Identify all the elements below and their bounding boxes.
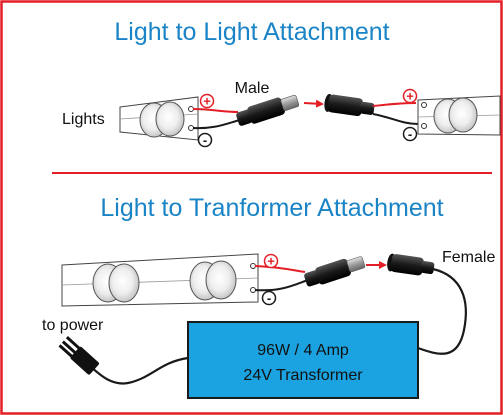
transformer-box	[187, 321, 419, 399]
power-plug-icon	[58, 336, 99, 375]
minus-symbol-icon: -	[197, 133, 213, 148]
male-label: Male	[235, 80, 270, 97]
top-section-title: Light to Light Attachment	[114, 18, 389, 46]
female-label: Female	[442, 249, 495, 266]
svg-text:+: +	[203, 94, 211, 109]
arrow-right-icon	[303, 99, 324, 108]
transformer-output-cable	[417, 267, 467, 355]
light-bulb-icon	[205, 260, 237, 300]
svg-text:-: -	[203, 133, 207, 148]
top-right-light-strip	[417, 95, 501, 136]
transformer-label-line2: 24V Transformer	[243, 367, 363, 384]
positive-wire	[372, 102, 417, 107]
bottom-light-strip	[61, 253, 259, 307]
svg-text:+: +	[406, 89, 414, 104]
female-connector-icon	[324, 94, 375, 117]
minus-symbol-icon: -	[261, 291, 277, 306]
plus-symbol-icon: +	[199, 94, 215, 109]
minus-symbol-icon: -	[402, 127, 418, 142]
transformer-label-line1: 96W / 4 Amp	[257, 342, 349, 359]
negative-wire	[254, 279, 309, 292]
top-left-light-strip	[119, 96, 199, 141]
negative-wire	[372, 113, 419, 125]
svg-text:-: -	[408, 127, 412, 142]
female-connector-icon	[387, 253, 435, 276]
light-bulb-icon	[108, 263, 140, 303]
positive-wire	[192, 108, 239, 113]
light-bulb-icon	[155, 101, 185, 137]
male-connector-icon	[236, 94, 300, 126]
negative-wire	[192, 119, 241, 130]
svg-text:+: +	[267, 254, 275, 269]
lights-label: Lights	[62, 111, 105, 128]
svg-text:-: -	[267, 291, 271, 306]
plus-symbol-icon: +	[263, 254, 279, 269]
bottom-section-title: Light to Tranformer Attachment	[100, 194, 443, 222]
light-bulb-icon	[448, 97, 478, 133]
male-connector-icon	[304, 256, 366, 287]
positive-wire	[254, 265, 306, 273]
power-cable	[89, 356, 189, 385]
to-power-label: to power	[42, 317, 104, 334]
plus-symbol-icon: +	[402, 89, 418, 104]
